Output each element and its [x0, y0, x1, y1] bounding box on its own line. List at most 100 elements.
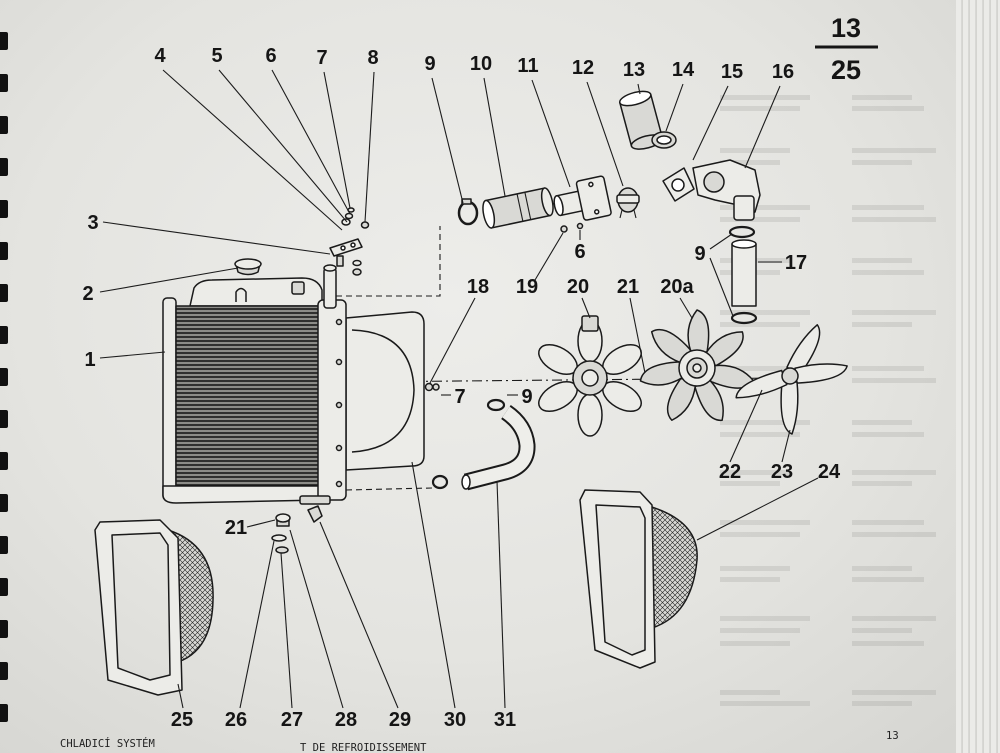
radiator-cap	[234, 258, 262, 276]
radiator-mount-parts	[271, 505, 323, 554]
ghost-text-bar	[852, 481, 912, 486]
thermostat-housing-elbow	[733, 195, 755, 221]
upper-hose-end	[482, 199, 496, 229]
fan-blade	[639, 361, 684, 386]
ghost-text-bar	[852, 270, 924, 275]
leader-line	[709, 257, 734, 317]
callout-number: 21	[617, 276, 639, 298]
sealing-ring	[651, 131, 677, 149]
upper-hose	[482, 187, 554, 229]
callout-number: 30	[444, 709, 466, 731]
radiator-bottom-tank	[162, 485, 323, 504]
leader-line	[729, 389, 763, 463]
upper-hose-rib	[516, 193, 524, 222]
radiator-bolt	[335, 401, 343, 409]
ghost-text-bar	[852, 205, 924, 210]
thermostat-housing-port	[703, 171, 725, 193]
callout-number: 7	[316, 47, 327, 69]
page-fraction: 13 25	[815, 13, 878, 85]
sealing-ring-inner	[656, 135, 672, 145]
footer-caption-fragment: T DE REFROIDISSEMENT	[300, 742, 427, 753]
leader-line	[581, 297, 591, 319]
radiator-side-tank	[317, 299, 347, 501]
bleed-through-ghost	[720, 95, 936, 706]
ghost-text-bar	[852, 628, 912, 633]
page-fraction-numerator: 13	[831, 13, 861, 43]
ghost-text-bar	[852, 566, 912, 571]
radiator-shroud-opening	[351, 329, 415, 453]
inlet-flange-parts	[329, 207, 370, 276]
callout-number: 11	[517, 55, 538, 77]
ghost-text-bar	[852, 420, 912, 425]
fan-shroud-left	[94, 519, 214, 696]
callout-number: 18	[467, 276, 489, 298]
callout-number: 27	[281, 709, 303, 731]
radiator-core	[175, 305, 320, 487]
leader-line	[411, 461, 456, 709]
fan-shroud-frame	[579, 489, 656, 669]
bolt	[336, 255, 344, 267]
fan-blade	[687, 309, 710, 353]
rubber-mount-top	[275, 513, 291, 523]
callout-number: 23	[771, 461, 793, 483]
ghost-text-bar	[720, 322, 800, 327]
ghost-text-bar	[720, 641, 790, 646]
fan-blade	[705, 331, 744, 367]
bypass-hose-top	[731, 239, 757, 249]
hose-clamp-ring	[431, 474, 449, 490]
leader-line	[280, 552, 293, 709]
radiator-bolt	[335, 444, 343, 452]
callout-number: 19	[516, 276, 538, 298]
callout-number: 20	[567, 276, 589, 298]
thermostat-housing	[692, 159, 761, 221]
radiator-inlet-pipe	[323, 267, 337, 309]
washer	[271, 534, 287, 542]
ghost-text-bar	[720, 432, 800, 437]
radiator-inlet-pipe-end	[323, 264, 337, 272]
callout-number: 9	[694, 243, 705, 265]
ghost-text-bar	[852, 217, 936, 222]
fan-blade	[577, 393, 603, 437]
page-fraction-denominator: 25	[831, 55, 861, 85]
ghost-text-bar	[720, 106, 800, 111]
binding-mark	[0, 242, 8, 260]
binding-mark	[0, 452, 8, 470]
flange-hole	[588, 181, 594, 188]
leader-line	[692, 85, 729, 161]
leader-line	[319, 521, 399, 709]
fan-six-blade	[538, 315, 642, 437]
ghost-text-bar	[720, 95, 810, 100]
fan-hub-center	[692, 363, 702, 373]
outlet-elbow-end	[553, 195, 564, 217]
fan-four-blade	[735, 324, 848, 435]
fan-seven-blade	[639, 309, 755, 422]
binding-mark	[0, 494, 8, 512]
footer-page-number: 13	[886, 730, 899, 742]
radiator-foot	[299, 495, 331, 505]
callout-number: 10	[470, 53, 492, 75]
radiator-handle	[235, 287, 247, 302]
radiator-bolt	[335, 318, 343, 326]
callout-number: 31	[494, 709, 516, 731]
leader-line	[289, 529, 344, 709]
callout-number: 3	[87, 212, 98, 234]
bolt-small	[576, 222, 584, 230]
thermostat	[616, 187, 640, 219]
binding-mark	[0, 284, 8, 302]
footer-section-title: CHLADICÍ SYSTÉM	[60, 737, 155, 750]
radiator-shroud-frame	[345, 311, 425, 471]
leader-lines	[99, 69, 819, 709]
radiator-filler-neck	[291, 281, 305, 295]
leader-line	[496, 480, 506, 709]
upper-hose-clamp	[457, 198, 479, 226]
bypass-hose-body	[731, 243, 757, 307]
fan-blade	[794, 363, 848, 384]
binding-mark	[0, 32, 8, 50]
ghost-text-bar	[720, 160, 780, 165]
nut	[352, 268, 362, 276]
binding-mark	[0, 536, 8, 554]
callout-number: 1	[84, 349, 95, 371]
fan-shroud-frame	[94, 519, 183, 696]
binding-mark	[0, 662, 8, 680]
nut	[275, 546, 289, 554]
